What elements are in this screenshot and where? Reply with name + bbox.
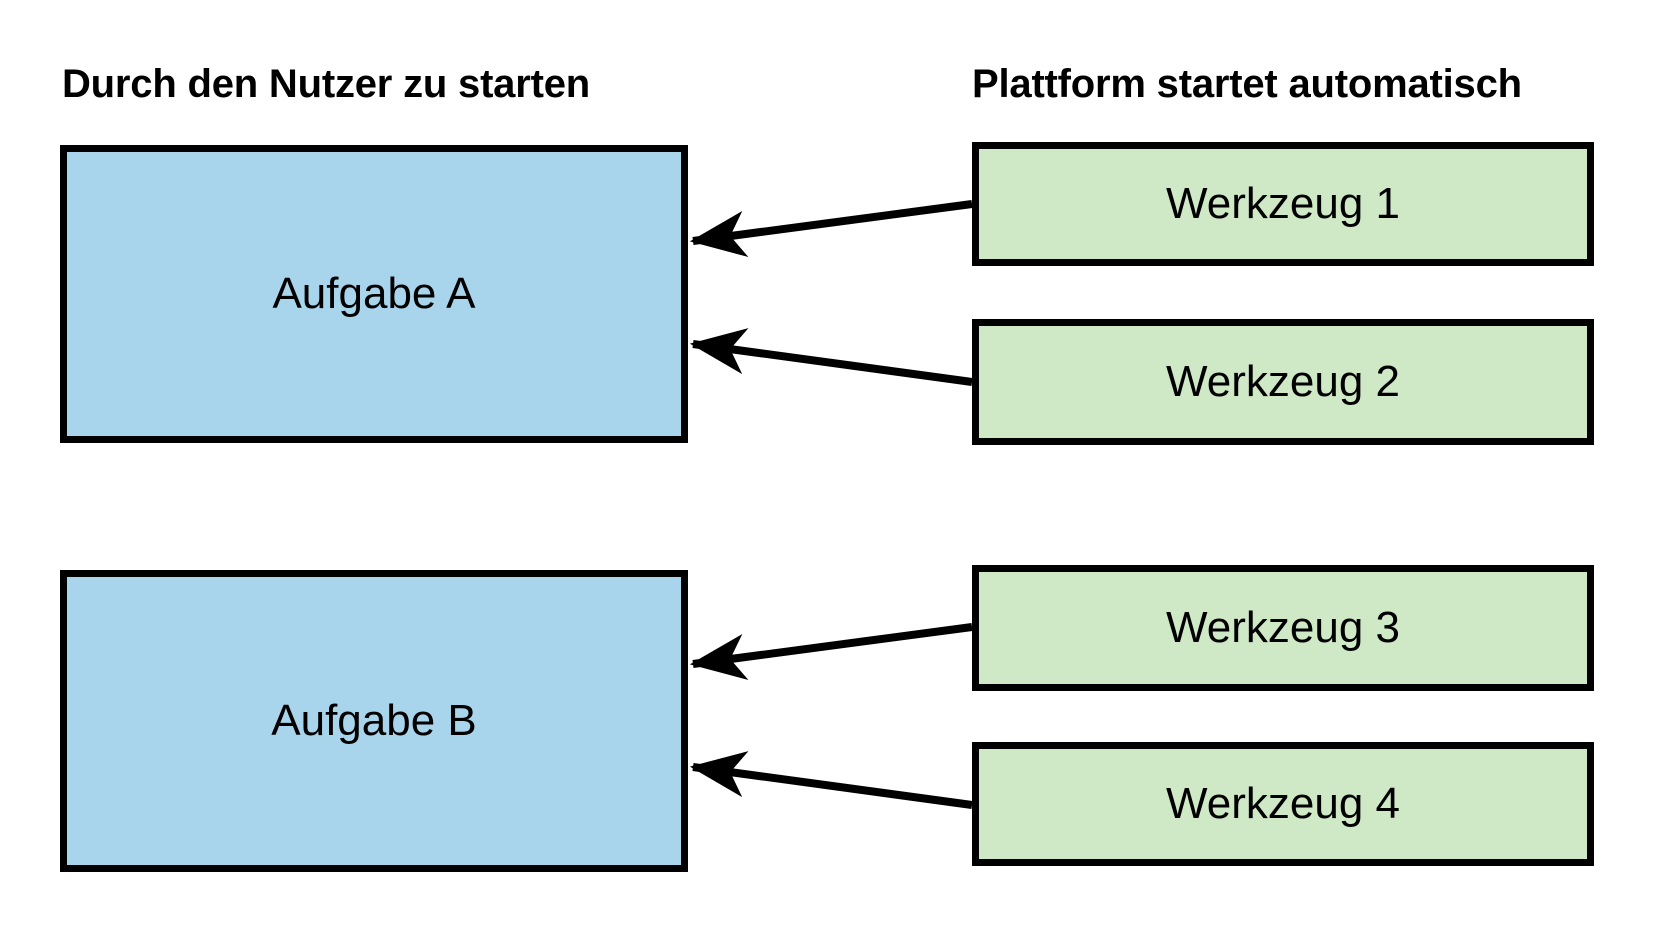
tool-label-werkzeug-3: Werkzeug 3 bbox=[1166, 602, 1400, 652]
tool-box-werkzeug-4[interactable]: Werkzeug 4 bbox=[972, 742, 1594, 866]
column-heading-platform-automatic: Plattform startet automatisch bbox=[972, 62, 1522, 106]
tool-box-werkzeug-1[interactable]: Werkzeug 1 bbox=[972, 142, 1594, 266]
tool-label-werkzeug-2: Werkzeug 2 bbox=[1166, 356, 1400, 406]
arrow-tool4-to-taskB bbox=[689, 751, 973, 809]
task-box-aufgabe-a[interactable]: Aufgabe A bbox=[60, 145, 688, 443]
arrow-tool2-to-taskA bbox=[689, 328, 973, 386]
task-box-aufgabe-b[interactable]: Aufgabe B bbox=[60, 570, 688, 872]
tool-box-werkzeug-3[interactable]: Werkzeug 3 bbox=[972, 565, 1594, 691]
column-heading-user-started: Durch den Nutzer zu starten bbox=[62, 62, 590, 106]
tool-box-werkzeug-2[interactable]: Werkzeug 2 bbox=[972, 319, 1594, 445]
task-label-aufgabe-a: Aufgabe A bbox=[272, 268, 476, 318]
task-label-aufgabe-b: Aufgabe B bbox=[271, 695, 477, 745]
arrow-tool1-to-taskA bbox=[689, 200, 973, 258]
tool-label-werkzeug-1: Werkzeug 1 bbox=[1166, 178, 1400, 228]
tool-label-werkzeug-4: Werkzeug 4 bbox=[1166, 778, 1400, 828]
arrow-tool3-to-taskB bbox=[689, 623, 973, 681]
